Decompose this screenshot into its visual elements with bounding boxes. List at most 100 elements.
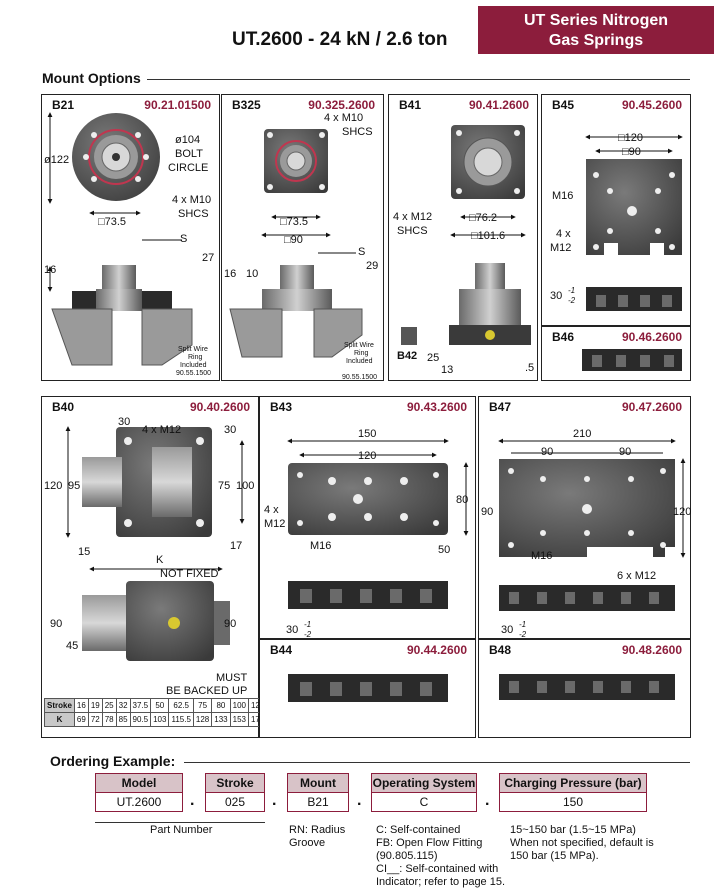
b47-d90a: 90 (541, 446, 553, 458)
panel-b46: B46 90.46.2600 (541, 326, 691, 381)
b42-code: B42 (397, 350, 417, 362)
b40-d17: 17 (230, 540, 242, 552)
table-cell: 100 (229, 698, 249, 713)
b21-code: B21 (52, 98, 75, 112)
table-cell: 32 (115, 698, 131, 713)
b47-d90c: 90 (481, 506, 493, 518)
ordering-title: Ordering Example: (50, 753, 176, 769)
b325-split-1: Split Wire (344, 342, 374, 349)
b47-part: 90.47.2600 (621, 400, 682, 414)
b40-d120: 120 (44, 480, 62, 492)
b325-s: S (358, 246, 365, 258)
b47-m16: M16 (531, 550, 552, 562)
order-field-model-header: Model (95, 773, 183, 793)
mount-options-title: Mount Options (42, 70, 141, 86)
order-separator: . (485, 792, 490, 809)
table-cell: 72 (87, 712, 103, 727)
order-field-operating-value: C (371, 793, 477, 812)
b41-code: B41 (399, 98, 422, 112)
b40-not-fixed: NOT FIXED (160, 568, 219, 580)
b325-split-4: 90.55.1500 (342, 374, 377, 381)
b40-d100: 100 (236, 480, 254, 492)
b325-sq90: □90 (284, 234, 303, 246)
b47-d210: 210 (573, 428, 591, 440)
b21-d122: ø122 (44, 154, 69, 166)
b325-m10: 4 x M10 (324, 112, 363, 124)
b21-bolt: BOLT (175, 148, 203, 160)
b43-d80: 80 (456, 494, 468, 506)
b325-d29: 29 (366, 260, 378, 272)
b48-code: B48 (489, 643, 512, 657)
b325-split-2: Ring (354, 350, 369, 357)
b21-split-3: Included (180, 362, 207, 369)
part-number-rule (95, 822, 265, 823)
b325-drawing: 4 x M10 SHCS □73.5 □90 S 29 16 10 Split … (224, 112, 378, 381)
b43-d120: 120 (358, 450, 376, 462)
b45-m12: M12 (550, 242, 571, 254)
b40-d95: 95 (68, 480, 80, 492)
b40-d30a: 30 (118, 416, 130, 428)
page-title: UT.2600 - 24 kN / 2.6 ton (232, 29, 448, 50)
b21-d27: 27 (202, 252, 214, 264)
table-cell: 69 (73, 712, 89, 727)
b41-sq762: □76.2 (469, 212, 497, 224)
table-cell: 85 (115, 712, 131, 727)
ordering-rule (184, 762, 690, 763)
b325-shcs: SHCS (342, 126, 373, 138)
b40-m12: 4 x M12 (142, 424, 181, 436)
b44-part: 90.44.2600 (406, 643, 467, 657)
b21-circle: CIRCLE (168, 162, 208, 174)
b46-drawing (582, 349, 682, 371)
table-cell: 50 (150, 698, 170, 713)
table-cell: 103 (150, 712, 170, 727)
b40-backed: BE BACKED UP (166, 685, 247, 697)
b45-part: 90.45.2600 (621, 98, 682, 112)
b43-x4: 4 x (264, 504, 279, 516)
b47-m12: 6 x M12 (617, 570, 656, 582)
b21-d16: 16 (44, 264, 56, 276)
panel-b41: 4 x M12 SHCS □76.2 □101.6 B42 25 13 .5 B… (388, 94, 538, 381)
panel-b45: □120 □90 M16 4 x M12 30 -1 -2 B45 90.45.… (541, 94, 691, 326)
b40-must: MUST (216, 672, 247, 684)
order-field-pressure-value: 150 (499, 793, 647, 812)
b46-code: B46 (552, 330, 575, 344)
b47-tol-plus: -1 (519, 620, 526, 629)
b21-split-1: Split Wire (178, 346, 208, 353)
b43-m16: M16 (310, 540, 331, 552)
b41-shcs: SHCS (397, 225, 428, 237)
table-cell: 80 (211, 698, 231, 713)
b41-m12: 4 x M12 (393, 211, 432, 223)
note-mount: RN: Radius Groove (289, 824, 346, 849)
b43-tol-plus: -1 (304, 620, 311, 629)
table-cell: 62.5 (168, 698, 194, 713)
b43-d30: 30 (286, 624, 298, 636)
b43-tol-minus: -2 (304, 630, 312, 639)
table-row-label: Stroke (44, 698, 75, 713)
order-field-mount-header: Mount (287, 773, 349, 793)
order-field-operating-header: Operating System (371, 773, 477, 793)
b43-part: 90.43.2600 (406, 400, 467, 414)
b41-sq1016: □101.6 (471, 230, 505, 242)
b21-shcs: SHCS (178, 208, 209, 220)
panel-b40: 30 4 x M12 30 120 95 75 100 15 K 17 NOT … (41, 396, 259, 738)
b48-part: 90.48.2600 (621, 643, 682, 657)
b43-m12: M12 (264, 518, 285, 530)
b47-d30: 30 (501, 624, 513, 636)
table-cell: 128 (192, 712, 213, 727)
b41-part: 90.41.2600 (468, 98, 529, 112)
b40-d75: 75 (218, 480, 230, 492)
b21-d104: ø104 (175, 134, 200, 146)
series-line-2: Gas Springs (548, 32, 644, 49)
b40-d15: 15 (78, 546, 90, 558)
b40-drawing: 30 4 x M12 30 120 95 75 100 15 K 17 NOT … (44, 416, 254, 697)
table-row: K 69 72 78 85 90.5 103 115.5 128 133 153… (44, 712, 268, 727)
table-row: Stroke 16 19 25 32 37.5 50 62.5 75 80 10… (44, 698, 268, 713)
b41-d5: .5 (525, 362, 534, 374)
table-cell: 75 (192, 698, 213, 713)
table-cell: 37.5 (129, 698, 152, 713)
table-cell: 19 (87, 698, 103, 713)
b47-drawing: 210 90 90 90 120 M16 6 x M12 30 -1 -2 (481, 428, 691, 639)
b21-m10: 4 x M10 (172, 194, 211, 206)
b21-part: 90.21.01500 (144, 98, 211, 112)
b40-k: K (156, 554, 164, 566)
